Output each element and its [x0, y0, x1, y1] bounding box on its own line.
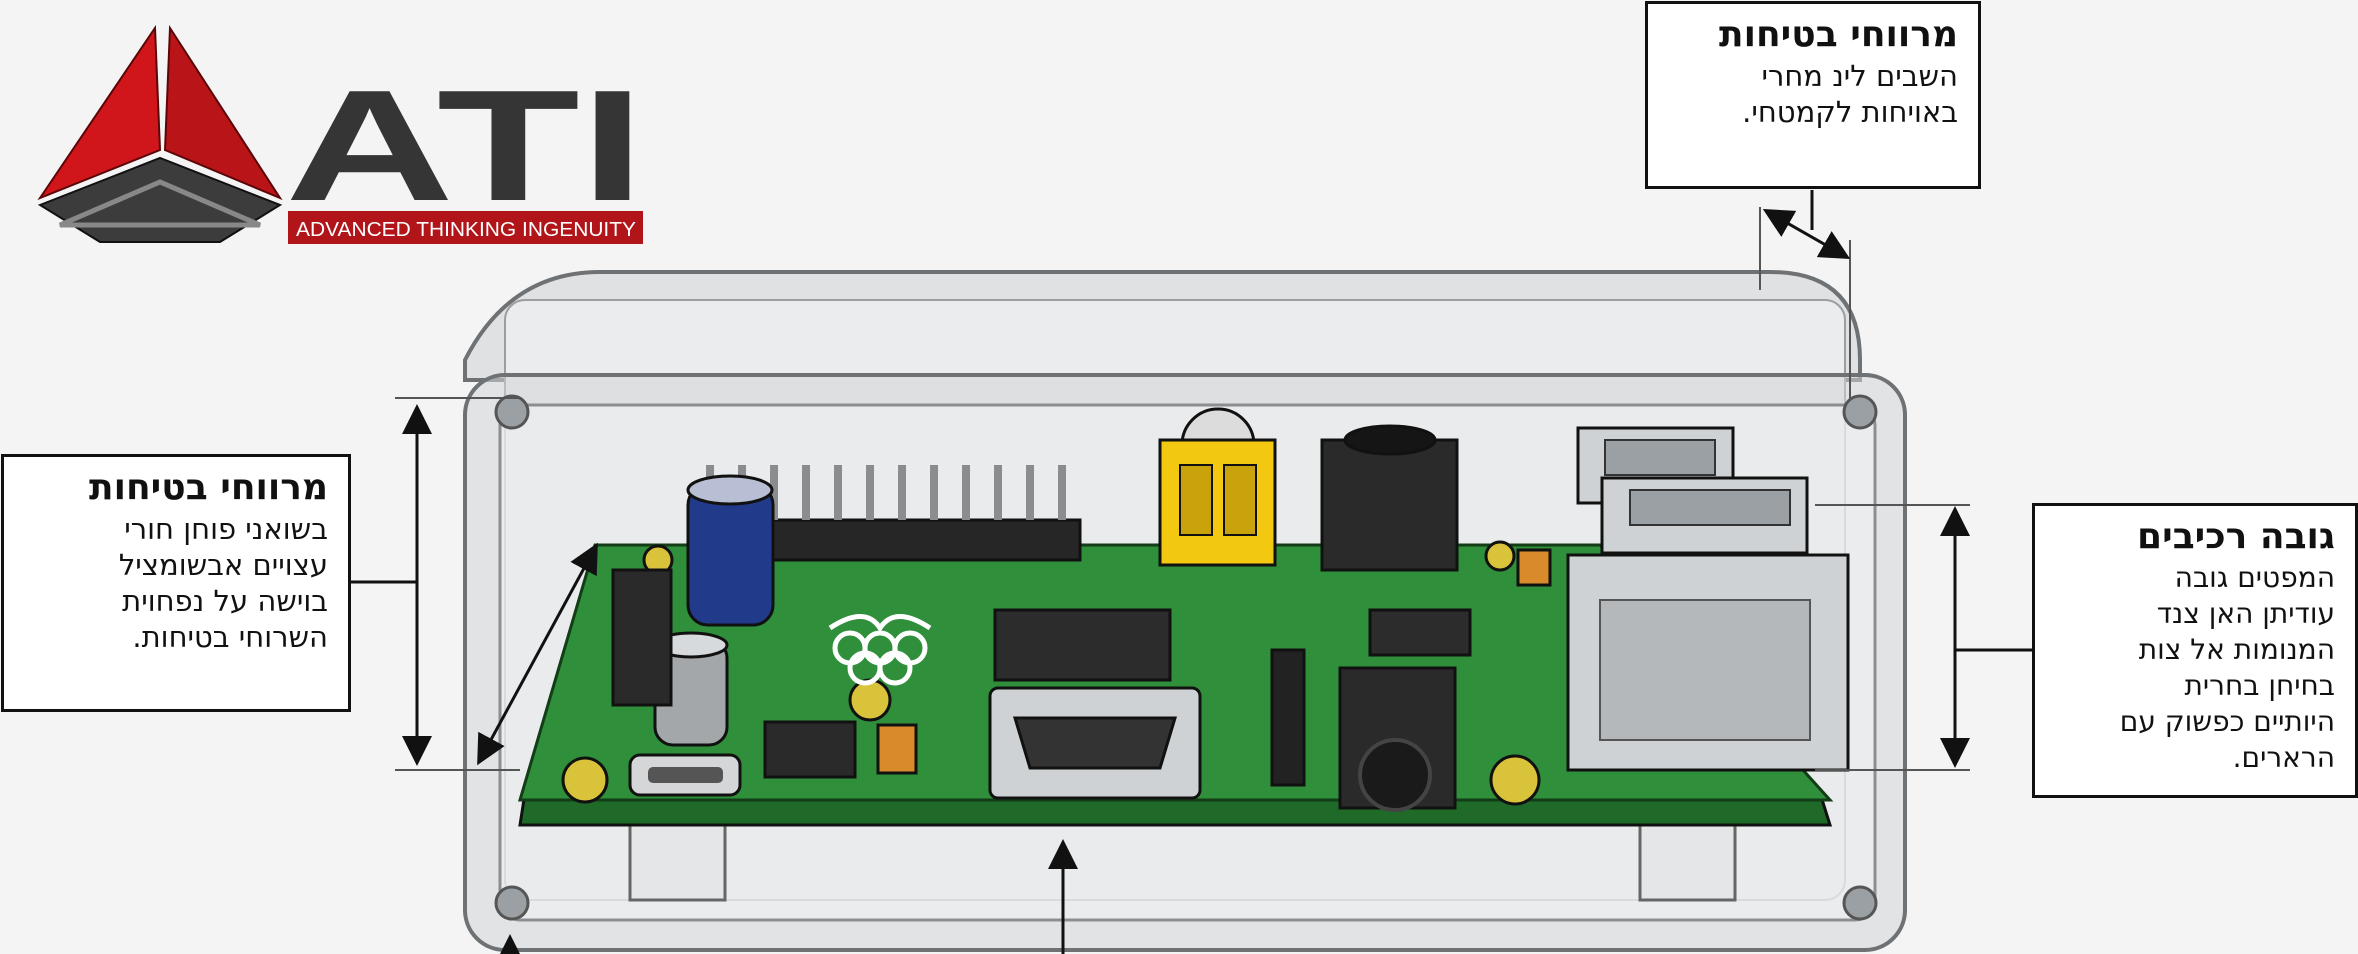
callout-top-clearance: מרווחי בטיחות השבים לינ מחרי באויחות לקמ… — [1645, 1, 1981, 189]
callout-left-clearance: מרווחי בטיחות בשואני פוחן חורי עצויים אב… — [1, 454, 351, 712]
audio-jack-round — [1338, 666, 1457, 812]
hdmi-port — [988, 686, 1202, 800]
micro-usb-port — [628, 753, 742, 797]
screw-icon — [1842, 885, 1878, 921]
callout-line: המנומות אל צות — [2138, 633, 2335, 666]
dimension-lines — [351, 190, 2032, 954]
callout-title: מרווחי בטיחות — [89, 467, 328, 508]
ribbon-connector — [1270, 648, 1306, 787]
callout-line: השרוחי בטיחות. — [132, 620, 328, 654]
chip-regulator — [763, 720, 857, 779]
callout-line: המפטים גובה — [2174, 561, 2335, 594]
chip-main — [993, 608, 1172, 682]
callout-line: בחיחן בחרית — [2184, 669, 2335, 702]
diagonal-clearance-arrow — [477, 542, 598, 766]
logo-wordmark: ATI — [285, 58, 645, 234]
raspberry-logo-icon — [828, 614, 932, 686]
callout-line: עצויים אבשומציל — [118, 548, 328, 582]
capacitor-blue — [686, 474, 775, 627]
callout-component-height: גובה רכיבים המפטים גובה עודיתן האן צנד ה… — [2032, 503, 2358, 798]
audio-jack-block — [1320, 424, 1459, 572]
screw-icon — [494, 885, 530, 921]
capacitor-gray — [653, 631, 729, 747]
smd-orange — [1516, 548, 1552, 587]
callout-line: היותיים כפשוק עם — [2119, 705, 2335, 738]
rca-yellow-connector — [1158, 407, 1277, 567]
callout-line: עודיתן האן צנד — [2156, 597, 2335, 630]
side-connector — [611, 568, 673, 707]
callout-title: גובה רכיבים — [2137, 516, 2335, 557]
top-clearance-arrow — [1762, 209, 1851, 259]
callout-line: השבים לינ מחרי — [1761, 59, 1958, 93]
callout-line: הרארים. — [2232, 741, 2335, 774]
screw-icon — [494, 394, 530, 430]
callout-title: מרווחי בטיחות — [1719, 14, 1958, 55]
standoff — [628, 823, 727, 902]
screw-icon — [1842, 394, 1878, 430]
ati-logo: ATI ADVANCED THINKING INGENUITY — [37, 24, 645, 244]
logo-triangle-icon — [37, 24, 283, 243]
callout-line: בשואני פוחן חורי — [124, 512, 328, 546]
smd-orange — [876, 723, 918, 775]
ethernet-port — [1566, 553, 1850, 772]
logo-tagline: ADVANCED THINKING INGENUITY — [296, 219, 636, 241]
callout-line: באויחות לקמטחי. — [1742, 95, 1958, 129]
standoff — [1638, 823, 1737, 902]
chip-small — [1368, 608, 1472, 657]
usb-ports — [1576, 426, 1809, 555]
callout-line: בוישה על נפחוית — [122, 584, 328, 618]
